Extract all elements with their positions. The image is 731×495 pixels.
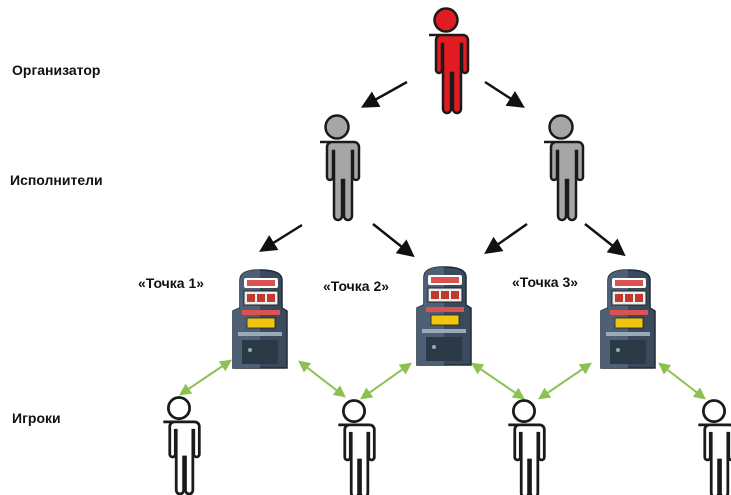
organizer-person-icon — [427, 7, 470, 115]
link-player-2-point-2 — [360, 362, 412, 400]
point-label-3: «Точка 3» — [512, 274, 579, 290]
point-label-1: «Точка 1» — [138, 275, 205, 291]
arrow-organizer-to-executor-right — [484, 80, 525, 108]
arrow-executor-left-to-point-2 — [372, 223, 415, 258]
point-label-2: «Точка 2» — [323, 278, 390, 294]
arrow-executor-right-to-point-3 — [584, 223, 626, 257]
row-label-executors: Исполнители — [10, 172, 103, 188]
link-player-3-point-2 — [471, 362, 525, 400]
player-4-person-icon — [696, 399, 731, 495]
arrow-executor-left-to-point-1 — [259, 223, 303, 252]
player-1-person-icon — [161, 396, 201, 495]
point-3-slot-machine-icon — [600, 269, 656, 369]
row-label-players: Игроки — [12, 410, 61, 426]
executor-left-person-icon — [318, 114, 361, 222]
executor-right-person-icon — [542, 114, 585, 222]
row-label-organizer: Организатор — [12, 62, 101, 78]
link-player-3-point-3 — [538, 362, 592, 400]
point-2-slot-machine-icon — [416, 266, 472, 366]
player-2-person-icon — [336, 399, 376, 495]
arrow-organizer-to-executor-left — [360, 80, 408, 108]
link-player-4-point-3 — [658, 362, 706, 400]
link-player-2-point-1 — [298, 360, 346, 398]
player-3-person-icon — [506, 399, 546, 495]
arrow-executor-right-to-point-2 — [484, 222, 528, 255]
link-player-1-point-1 — [179, 359, 232, 396]
point-1-slot-machine-icon — [232, 269, 288, 369]
